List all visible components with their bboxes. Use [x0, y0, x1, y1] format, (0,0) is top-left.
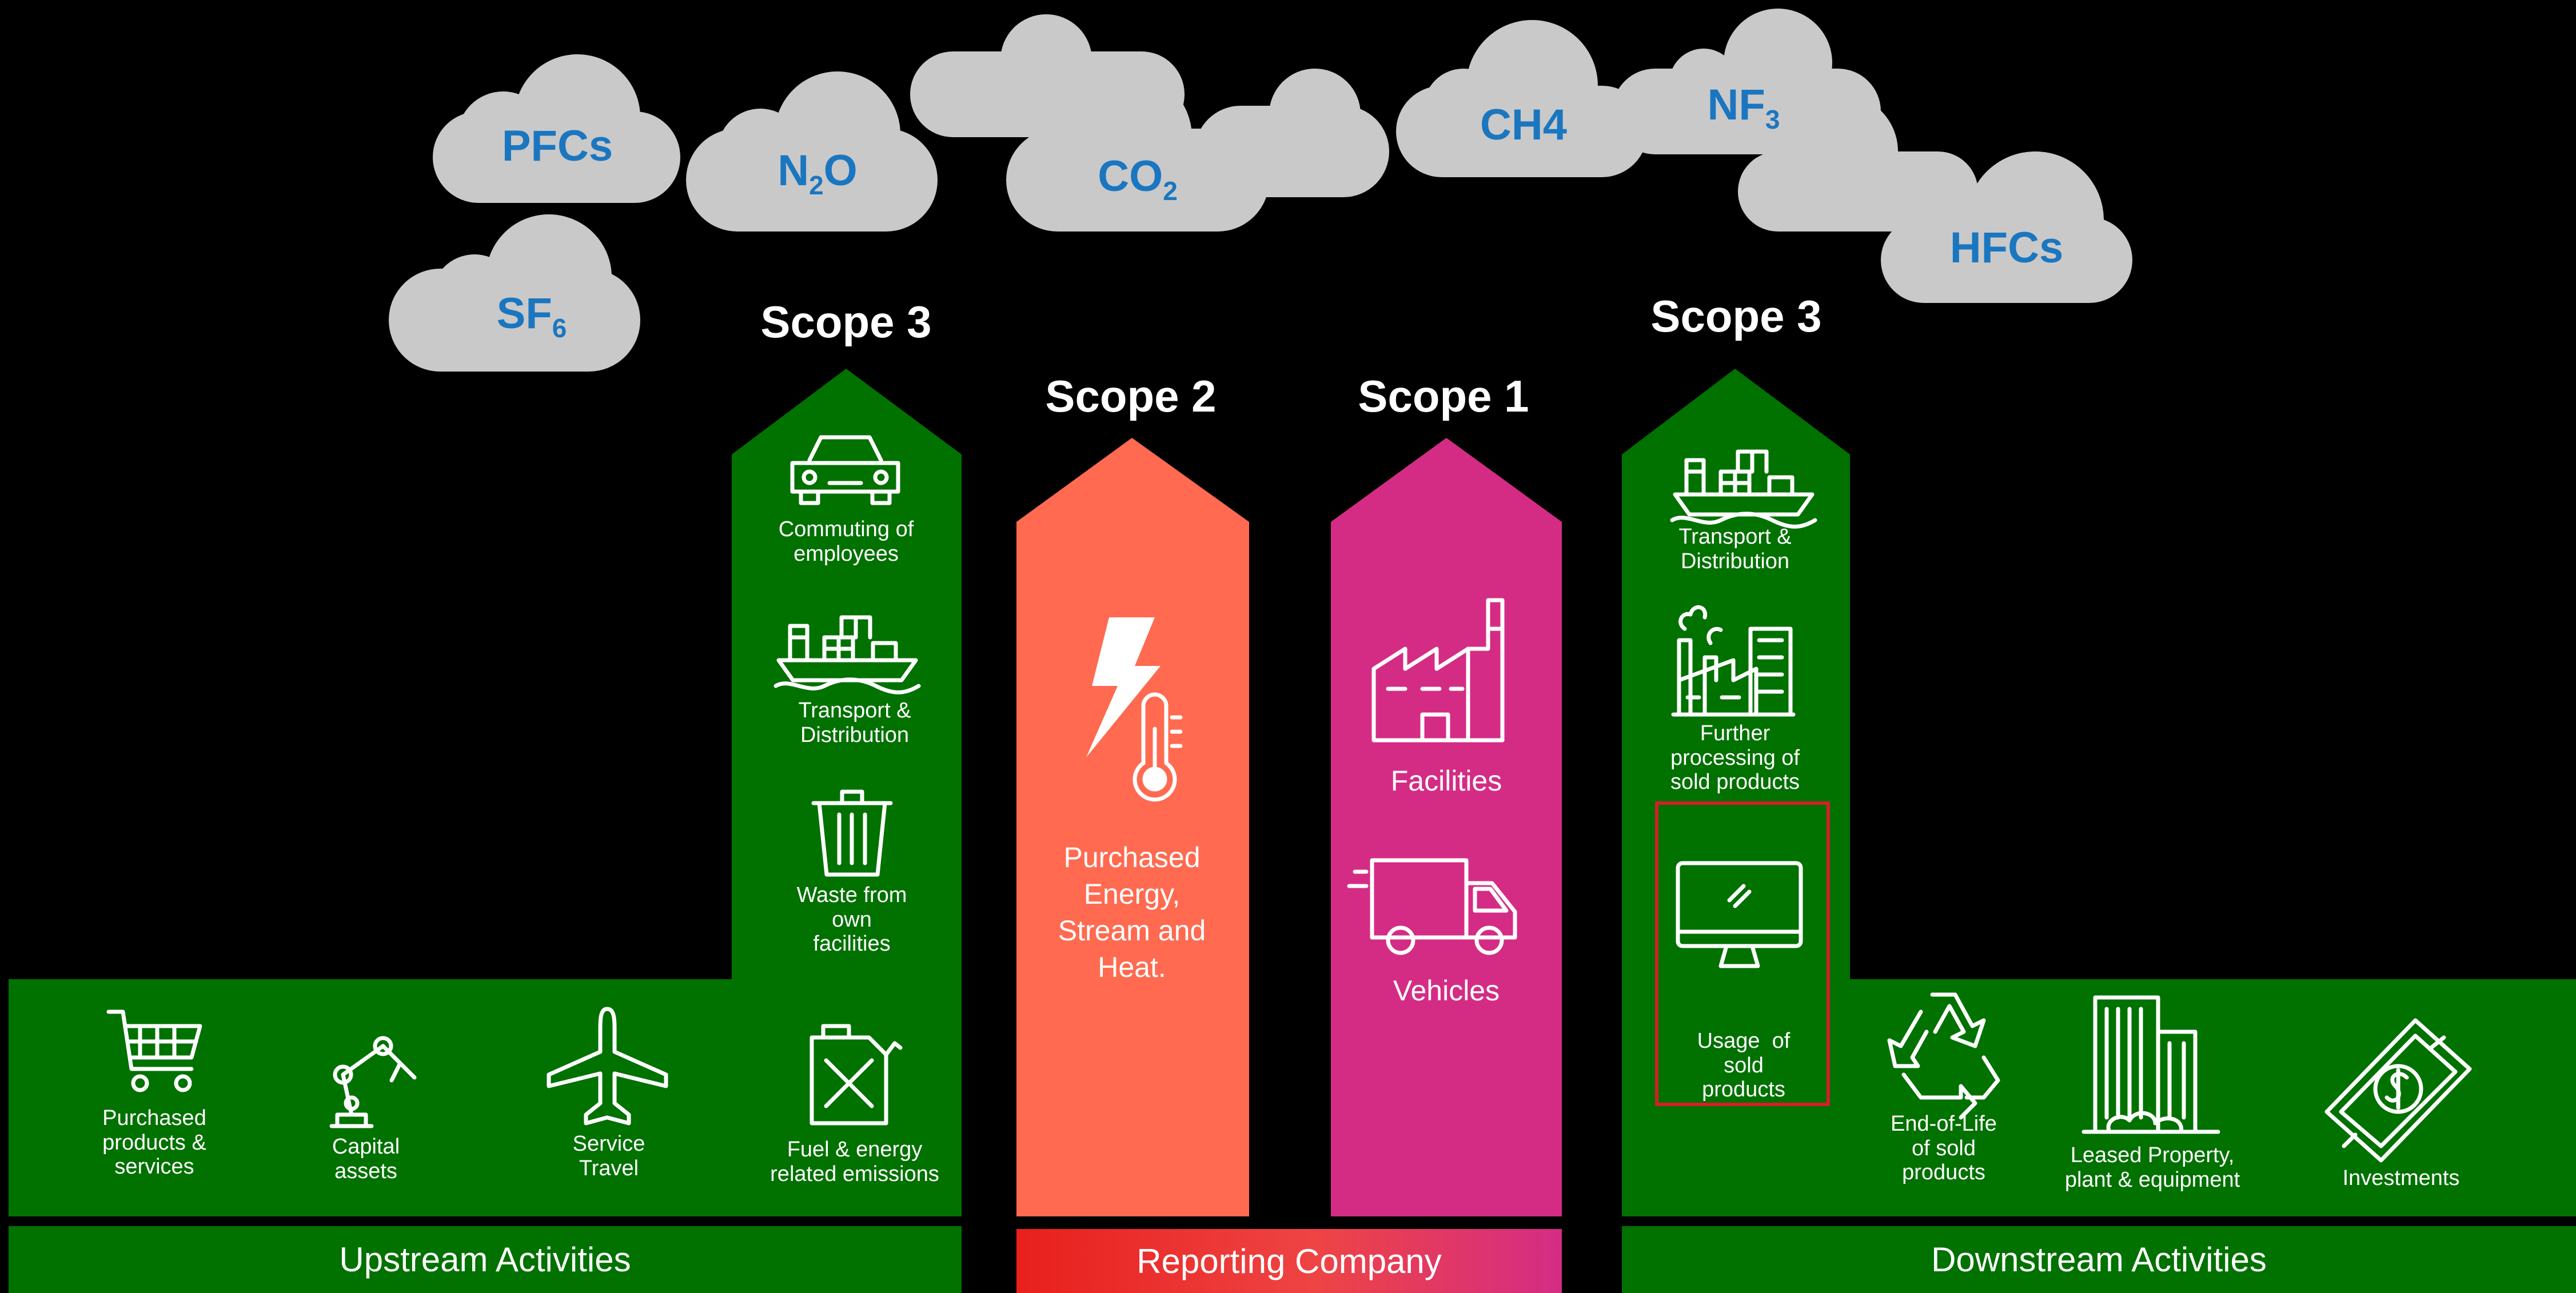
gas-label-ch4: CH4: [1480, 101, 1568, 149]
shopping-cart-icon: [106, 1009, 202, 1092]
vehicles-label: Vehicles: [1393, 975, 1500, 1007]
footer-reporting: Reporting Company: [1137, 1242, 1442, 1280]
delivery-truck-icon: [1347, 858, 1517, 955]
footer-reporting-bg: [1016, 1229, 1562, 1293]
trash-bin-icon: [811, 789, 893, 877]
gas-label-pfcs: PFCs: [501, 122, 613, 170]
cargo-ship-icon: [773, 615, 921, 695]
facilities-label: Facilities: [1390, 765, 1502, 797]
footer-downstream: Downstream Activities: [1931, 1240, 2267, 1279]
money-bill-icon: [2324, 1018, 2472, 1163]
scope3-downstream-title: Scope 3: [1650, 291, 1822, 341]
cloud-pfcs: [433, 54, 680, 203]
leased-label: Leased Property,plant & equipment: [2064, 1143, 2240, 1192]
cloud-sf6: [389, 214, 640, 372]
recycle-icon: [1887, 992, 2000, 1120]
gas-label-sf6: SF6: [496, 289, 567, 344]
scope1-title: Scope 1: [1358, 371, 1529, 421]
transport-upstream-label: Transport &Distribution: [798, 699, 911, 747]
gas-label-hfcs: HFCs: [1949, 224, 2064, 272]
gas-label-co2: CO2: [1098, 152, 1178, 206]
cloud-co2: [910, 14, 1389, 232]
lightning-thermometer-icon: [1086, 617, 1183, 802]
robot-arm-icon: [329, 1036, 417, 1128]
investments-label: Investments: [2342, 1166, 2460, 1190]
emission-clouds: [389, 9, 2132, 372]
footer-downstream-bg: [1622, 1226, 2576, 1293]
footer-upstream-bg: [9, 1226, 962, 1293]
gas-label-n2o: N2O: [777, 146, 858, 201]
factory-icon: [1371, 598, 1505, 743]
cargo-ship-downstream-icon: [1670, 449, 1817, 529]
scope2-arrow: [1016, 438, 1249, 1216]
scope2-title: Scope 2: [1045, 371, 1217, 421]
transport-downstream-label: Transport &Distribution: [1678, 525, 1792, 573]
car-icon: [790, 435, 900, 505]
gas-label-nf3: NF3: [1707, 81, 1780, 135]
monitor-icon: [1676, 861, 1803, 968]
cloud-hfcs: [1738, 94, 2132, 303]
cloud-ch4: [1396, 20, 1648, 177]
downstream-shape: [1622, 369, 2576, 1216]
scope3-upstream-title: Scope 3: [760, 297, 932, 347]
upstream-shape: [9, 369, 962, 1216]
airplane-icon: [547, 1007, 668, 1126]
usage-highlight-box: [1655, 801, 1830, 1106]
scope1-arrow: [1331, 438, 1562, 1216]
processing-plant-icon: [1671, 605, 1796, 717]
fuel-can-icon: [810, 1024, 903, 1126]
footer-upstream: Upstream Activities: [339, 1240, 631, 1279]
cloud-n2o: [686, 71, 938, 232]
office-buildings-icon: [2081, 995, 2220, 1134]
